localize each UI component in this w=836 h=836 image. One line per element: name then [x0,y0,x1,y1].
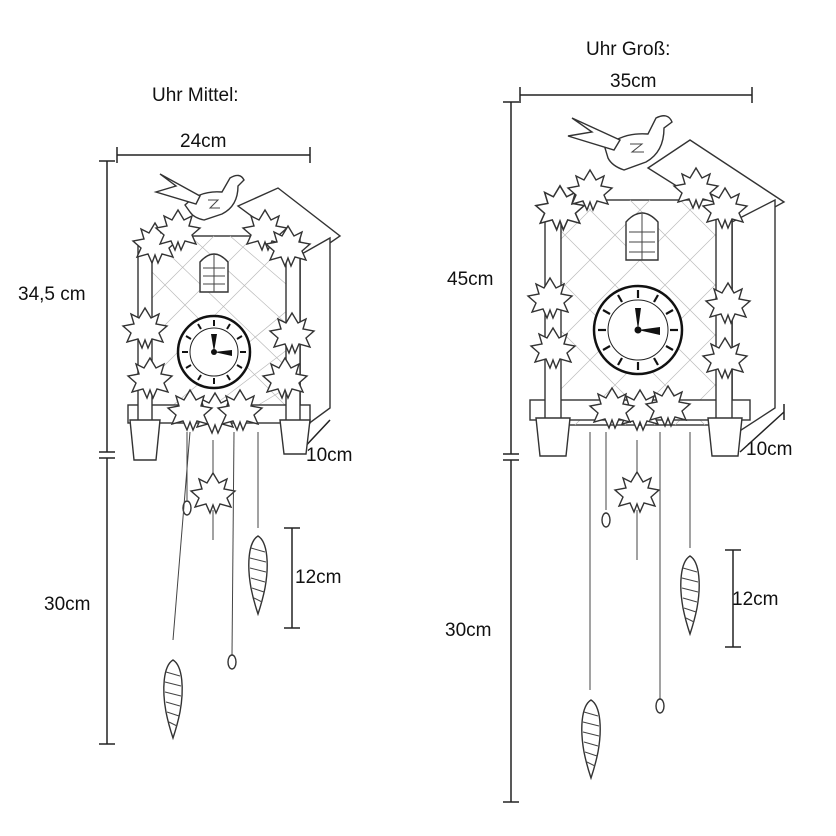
large-width-label: 35cm [610,71,657,92]
medium-weight-length-label: 12cm [295,567,342,588]
medium-chain-length-label: 30cm [44,594,91,615]
medium-dimension-lines [99,147,331,745]
medium-width-label: 24cm [180,131,227,152]
medium-cuckoo-clock [122,173,342,739]
medium-height-label: 34,5 cm [18,284,86,305]
large-dimension-lines [503,87,785,803]
medium-clock-title: Uhr Mittel: [152,85,239,106]
large-chain-length-label: 30cm [445,620,492,641]
large-cuckoo-clock [527,115,786,779]
large-height-label: 45cm [447,269,494,290]
large-clock-title: Uhr Groß: [586,39,671,60]
large-depth-label: 10cm [746,439,793,460]
medium-depth-label: 10cm [306,445,353,466]
large-weight-length-label: 12cm [732,589,779,610]
